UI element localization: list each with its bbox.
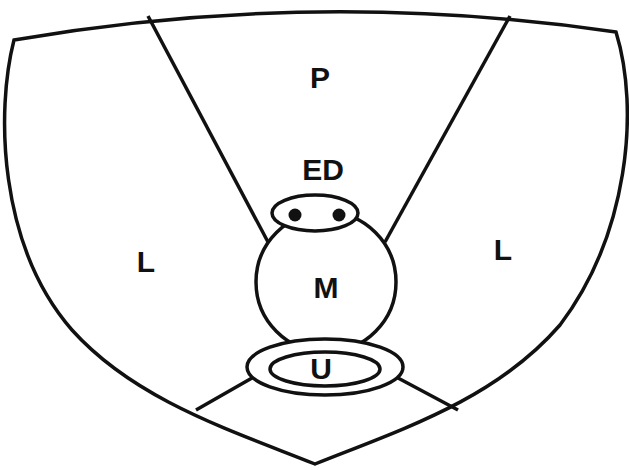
urethra-outer-oval <box>247 339 403 395</box>
lobe-circle <box>256 212 396 352</box>
duct-dot <box>333 209 346 222</box>
zone-label: M <box>314 273 339 303</box>
duct-oval <box>272 195 358 231</box>
zone-boundary <box>148 16 268 242</box>
duct-dot <box>289 209 302 222</box>
zone-label: U <box>310 354 332 384</box>
zone-boundary <box>196 378 252 410</box>
node-shape <box>270 193 360 233</box>
zone-boundary <box>385 16 510 242</box>
gland-outline <box>5 12 628 464</box>
urethra-oval: U <box>245 337 405 397</box>
urethra-inner-oval <box>270 352 380 386</box>
ejaculatory-duct-oval: ED <box>270 193 360 233</box>
zone-label: L <box>137 247 155 277</box>
zone-label: L <box>494 235 512 265</box>
zone-label: P <box>310 63 330 93</box>
zone-boundary <box>398 378 458 410</box>
zone-label: ED <box>302 155 344 185</box>
